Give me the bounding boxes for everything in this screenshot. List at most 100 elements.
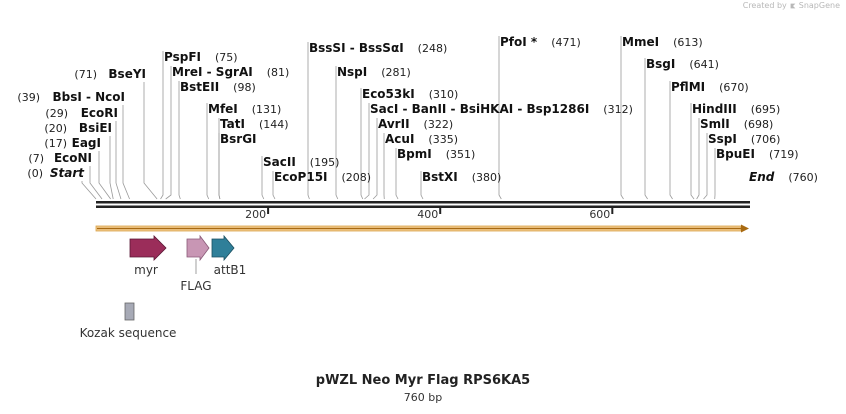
site-labels: BseYI(71)BbsI - NcoI(39)EcoRI(29)BsiEI(2… xyxy=(17,35,818,184)
site-leader xyxy=(360,88,364,200)
dna-backbone xyxy=(96,201,750,208)
site-leader xyxy=(703,133,708,200)
site-label: NspI xyxy=(337,65,367,79)
ruler-tick-label: 600 xyxy=(589,208,610,221)
site-name: MmeI xyxy=(622,35,659,49)
site-position: (248) xyxy=(418,42,448,55)
site-label: BsrGI xyxy=(220,132,257,146)
site-label: PspFI xyxy=(164,50,201,64)
site-leader xyxy=(165,66,172,200)
site-label: BsiEI(20) xyxy=(44,121,112,135)
site-leader xyxy=(206,103,210,200)
site-name: AcuI xyxy=(385,132,414,146)
site-name: BstEII xyxy=(180,80,219,94)
site-name: BsiEI xyxy=(79,121,112,135)
site-leader-lines xyxy=(81,36,716,200)
site-leader xyxy=(98,151,111,200)
site-leader xyxy=(644,58,648,200)
site-position: (312) xyxy=(603,103,633,116)
feature-attb1-label: attB1 xyxy=(214,263,247,277)
site-name: HindIII xyxy=(692,102,737,116)
site-leader xyxy=(420,171,424,200)
credit-brand: SnapGene xyxy=(798,1,840,10)
site-leader xyxy=(115,121,122,200)
site-position: (208) xyxy=(342,171,372,184)
site-position: (195) xyxy=(310,156,340,169)
site-label: TatI xyxy=(220,117,245,131)
site-label: HindIII xyxy=(692,102,737,116)
site-leader xyxy=(160,51,164,200)
site-name: TatI xyxy=(220,117,245,131)
feature-kozak-box xyxy=(124,302,135,321)
site-leader xyxy=(372,118,378,200)
site-label: MreI - SgrAI xyxy=(172,65,253,79)
site-leader xyxy=(696,118,700,200)
site-label: SacII xyxy=(263,155,296,169)
site-label: AcuI xyxy=(385,132,414,146)
site-name: BpuEI xyxy=(716,147,755,161)
site-label: BssSI - BssSαI xyxy=(309,41,404,55)
site-position: (719) xyxy=(769,148,799,161)
site-leader xyxy=(272,171,276,200)
site-label: BseYI (71) xyxy=(74,67,146,81)
site-name: BssSI - BssSαI xyxy=(309,41,404,55)
map-title: pWZL Neo Myr Flag RPS6KA5 xyxy=(315,373,531,388)
site-leader xyxy=(218,133,221,200)
site-name: PflMI xyxy=(671,80,705,94)
site-name: Eco53kI xyxy=(362,87,415,101)
site-leader xyxy=(89,166,103,200)
site-position: (29) xyxy=(45,107,68,120)
site-name: EagI xyxy=(72,136,101,150)
site-position: (698) xyxy=(744,118,774,131)
ruler-tick-label: 400 xyxy=(417,208,438,221)
site-leader xyxy=(122,105,130,200)
site-label: End xyxy=(749,170,775,184)
site-position: (39) xyxy=(17,91,40,104)
feature-myr-arrow xyxy=(129,235,167,261)
site-name: SacII xyxy=(263,155,296,169)
site-label: EcoP15I xyxy=(274,170,328,184)
site-label: SspI xyxy=(708,132,737,146)
site-position: (471) xyxy=(551,36,581,49)
site-leader xyxy=(690,103,695,200)
snapgene-credit: Created by SnapGene xyxy=(743,1,840,10)
site-position: (641) xyxy=(689,58,719,71)
site-label: SmlI xyxy=(700,117,730,131)
feature-flag-arrow xyxy=(186,234,210,262)
plasmid-map: BseYI(71)BbsI - NcoI(39)EcoRI(29)BsiEI(2… xyxy=(17,35,818,340)
map-length: 760 bp xyxy=(403,391,443,404)
site-position: (760) xyxy=(788,171,818,184)
site-label: SacI - BanII - BsiHKAI - Bsp1286I xyxy=(370,102,589,116)
feature-attb1-arrow xyxy=(211,234,235,262)
site-label: MmeI xyxy=(622,35,659,49)
orf-arrow xyxy=(95,224,749,233)
site-leader xyxy=(620,36,624,200)
site-label: BsgI xyxy=(646,57,675,71)
feature-kozak-label: Kozak sequence xyxy=(80,326,177,340)
site-name: SspI xyxy=(708,132,737,146)
site-position: (335) xyxy=(428,133,458,146)
feature-track: myr FLAG attB1 Kozak sequence xyxy=(80,234,247,340)
feature-flag-label: FLAG xyxy=(180,279,211,293)
site-name: Start xyxy=(50,166,85,180)
site-position: (131) xyxy=(252,103,282,116)
credit-prefix: Created by xyxy=(742,1,787,10)
site-label: BbsI - NcoI (39) xyxy=(17,90,125,104)
site-label: EcoRI(29) xyxy=(45,106,118,120)
site-leader xyxy=(395,148,399,200)
site-leader xyxy=(498,36,502,200)
site-position: (0) xyxy=(27,167,43,180)
site-position: (310) xyxy=(429,88,459,101)
site-position: (71) xyxy=(74,68,97,81)
site-position: (613) xyxy=(673,36,703,49)
site-leader xyxy=(81,181,97,200)
site-position: (98) xyxy=(233,81,256,94)
site-name: AvrII xyxy=(378,117,410,131)
site-name: PspFI xyxy=(164,50,201,64)
site-label: Start (0) xyxy=(27,166,85,180)
site-name: BseYI xyxy=(108,67,146,81)
site-name: BbsI - NcoI xyxy=(52,90,125,104)
site-label: EcoNI(7) xyxy=(28,151,92,165)
site-label: MfeI xyxy=(208,102,238,116)
